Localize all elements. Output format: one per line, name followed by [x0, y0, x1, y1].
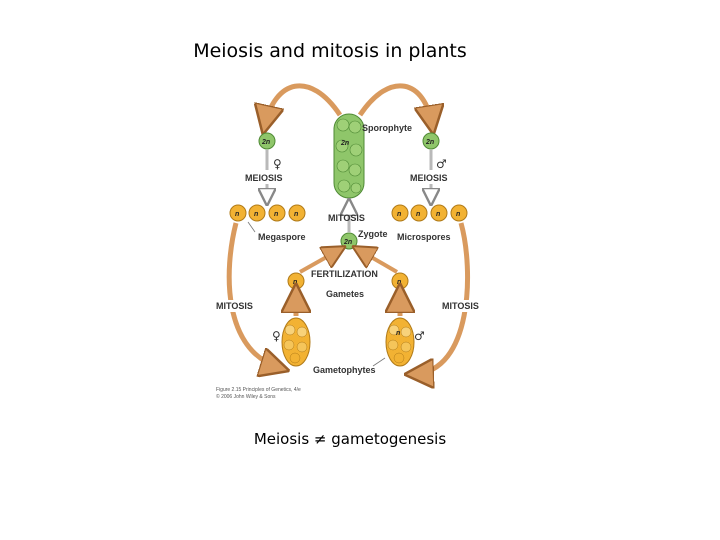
- male-gametophyte: n: [385, 317, 415, 367]
- male-diploid-cell: 2n: [422, 132, 440, 150]
- arrow-megaspore-to-female-gametophyte: [226, 222, 280, 368]
- mitosis-right-label: MITOSIS: [442, 301, 479, 311]
- microspore-n-3: n: [436, 211, 440, 218]
- zygote-ploidy-label: 2n: [343, 239, 352, 246]
- figure-credit-line1: Figure 2.15 Principles of Genetics, 4/e: [216, 387, 301, 393]
- sporophyte-ploidy-label: 2n: [340, 140, 349, 147]
- arrow-sporophyte-to-male-2n: [357, 83, 432, 125]
- megaspore-n-3: n: [274, 211, 278, 218]
- zygote-cell: 2n: [340, 232, 358, 250]
- arrow-male-gamete-to-zygote: [359, 250, 399, 274]
- female-gamete: n: [287, 272, 305, 290]
- microspore-row: n n n n: [391, 204, 468, 222]
- arrow-microspore-to-male-gametophyte: [414, 222, 470, 374]
- male-diploid-label: 2n: [425, 139, 434, 146]
- microspore-n-2: n: [416, 211, 420, 218]
- female-diploid-label: 2n: [261, 139, 270, 146]
- microspore-n-1: n: [397, 211, 401, 218]
- meiosis-left-label: MEIOSIS: [245, 173, 283, 183]
- male-gamete: n: [391, 272, 409, 290]
- megaspore-n-1: n: [235, 211, 239, 218]
- megaspore-n-4: n: [294, 211, 298, 218]
- male-gamete-n: n: [397, 279, 401, 286]
- male-symbol-bottom: ♂: [414, 329, 425, 343]
- mitosis-center-label: MITOSIS: [328, 213, 365, 223]
- meiosis-right-label: MEIOSIS: [410, 173, 448, 183]
- zygote-label: Zygote: [358, 229, 388, 239]
- gametophytes-label: Gametophytes: [313, 365, 376, 375]
- male-symbol-top: ♂: [436, 157, 447, 171]
- female-diploid-cell: 2n: [258, 132, 276, 150]
- slide-title: Meiosis and mitosis in plants: [193, 40, 467, 62]
- microspore-n-4: n: [456, 211, 460, 218]
- sporophyte-label: Sporophyte: [362, 123, 412, 133]
- mitosis-left-label: MITOSIS: [216, 301, 253, 311]
- megaspore-row: n n n n: [229, 204, 306, 222]
- female-symbol-bottom: ♀: [272, 329, 281, 343]
- microspores-label: Microspores: [397, 232, 451, 242]
- megaspore-pointer: [247, 221, 256, 233]
- gametophytes-pointer: [372, 357, 386, 367]
- male-gametophyte-n: n: [396, 330, 400, 337]
- arrow-female-gamete-to-zygote: [299, 250, 339, 274]
- female-symbol-top: ♀: [273, 157, 282, 171]
- megaspore-n-2: n: [254, 211, 258, 218]
- sporophyte: [333, 113, 365, 199]
- megaspore-label: Megaspore: [258, 232, 306, 242]
- arrow-sporophyte-to-female-2n: [265, 83, 343, 125]
- fertilization-label: FERTILIZATION: [311, 269, 378, 279]
- slide-caption: Meiosis ≠ gametogenesis: [253, 430, 447, 448]
- female-gametophyte: [281, 317, 311, 367]
- female-gamete-n: n: [293, 279, 297, 286]
- figure-credit-line2: © 2006 John Wiley & Sons: [216, 393, 276, 400]
- gametes-label: Gametes: [326, 289, 364, 299]
